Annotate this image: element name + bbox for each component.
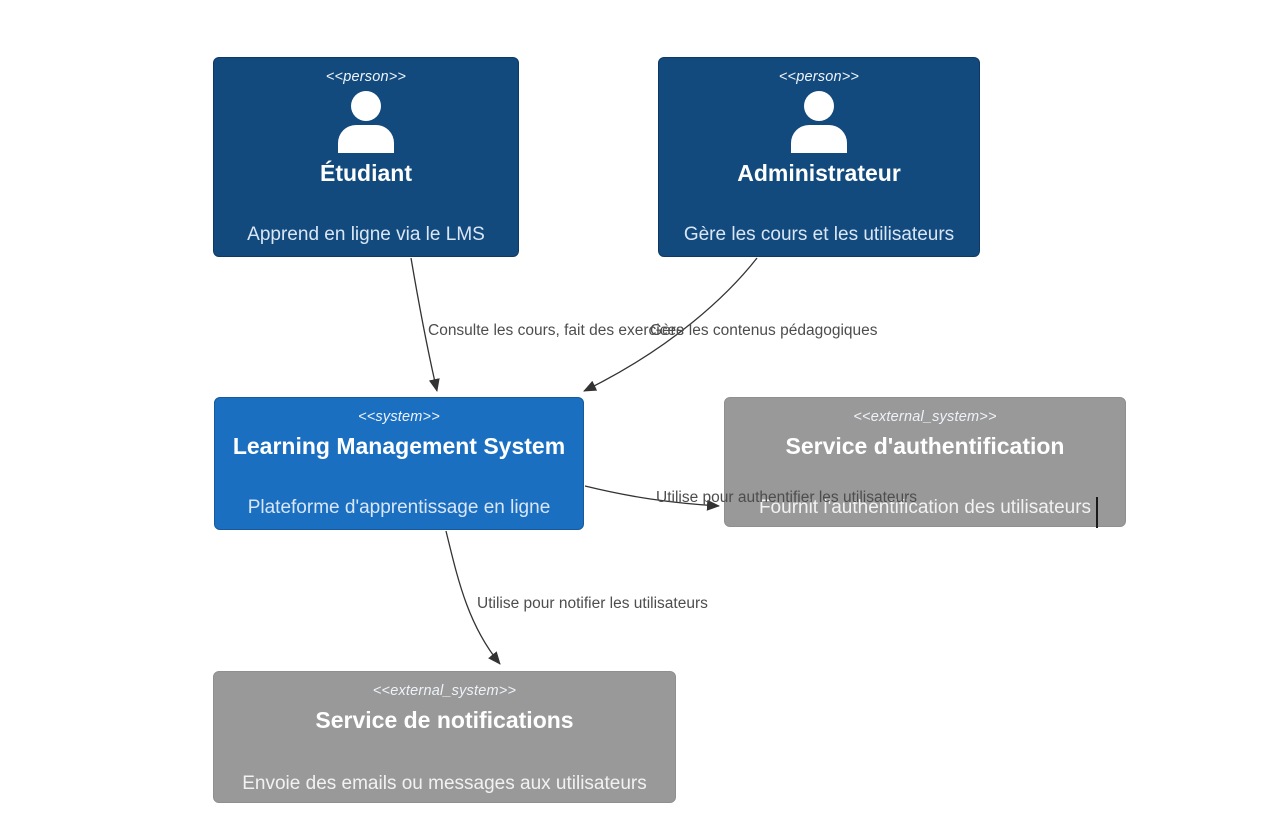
edge-lms-to-notifications: [445, 530, 501, 665]
node-description: Plateforme d'apprentissage en ligne: [247, 497, 551, 518]
stereotype-label: <<person>>: [325, 69, 407, 85]
node-etudiant[interactable]: <<person>> Étudiant Apprend en ligne via…: [213, 57, 519, 257]
node-title: Service de notifications: [315, 707, 574, 733]
edge-lms-to-authentification: [584, 485, 720, 511]
stereotype-label: <<person>>: [778, 69, 860, 85]
stereotype-label: <<external_system>>: [853, 409, 997, 425]
edge-administrateur-to-lms: [583, 257, 758, 392]
node-learning-management-system[interactable]: <<system>> Learning Management System Pl…: [214, 397, 584, 530]
stereotype-label: <<external_system>>: [372, 683, 517, 699]
node-administrateur[interactable]: <<person>> Administrateur Gère les cours…: [658, 57, 980, 257]
node-description: Fournit l'authentification des utilisate…: [758, 497, 1092, 518]
node-title: Administrateur: [737, 160, 901, 186]
text-cursor: [1096, 497, 1098, 528]
edge-label-consulte-cours: Consulte les cours, fait des exercices: [428, 322, 684, 339]
person-icon: [336, 90, 396, 154]
edge-label-gere-contenus: Gère les contenus pédagogiques: [650, 322, 878, 339]
node-title: Étudiant: [320, 160, 412, 186]
node-title: Learning Management System: [232, 433, 566, 459]
edge-etudiant-to-lms: [410, 257, 440, 392]
node-title: Service d'authentification: [785, 433, 1065, 459]
node-description: Gère les cours et les utilisateurs: [683, 224, 955, 245]
node-description: Apprend en ligne via le LMS: [247, 224, 485, 245]
person-icon: [789, 90, 849, 154]
edge-label-notifier: Utilise pour notifier les utilisateurs: [477, 595, 708, 612]
node-description: Envoie des emails ou messages aux utilis…: [242, 773, 647, 794]
node-service-authentification[interactable]: <<external_system>> Service d'authentifi…: [724, 397, 1126, 527]
stereotype-label: <<system>>: [358, 409, 440, 425]
node-service-notifications[interactable]: <<external_system>> Service de notificat…: [213, 671, 676, 803]
